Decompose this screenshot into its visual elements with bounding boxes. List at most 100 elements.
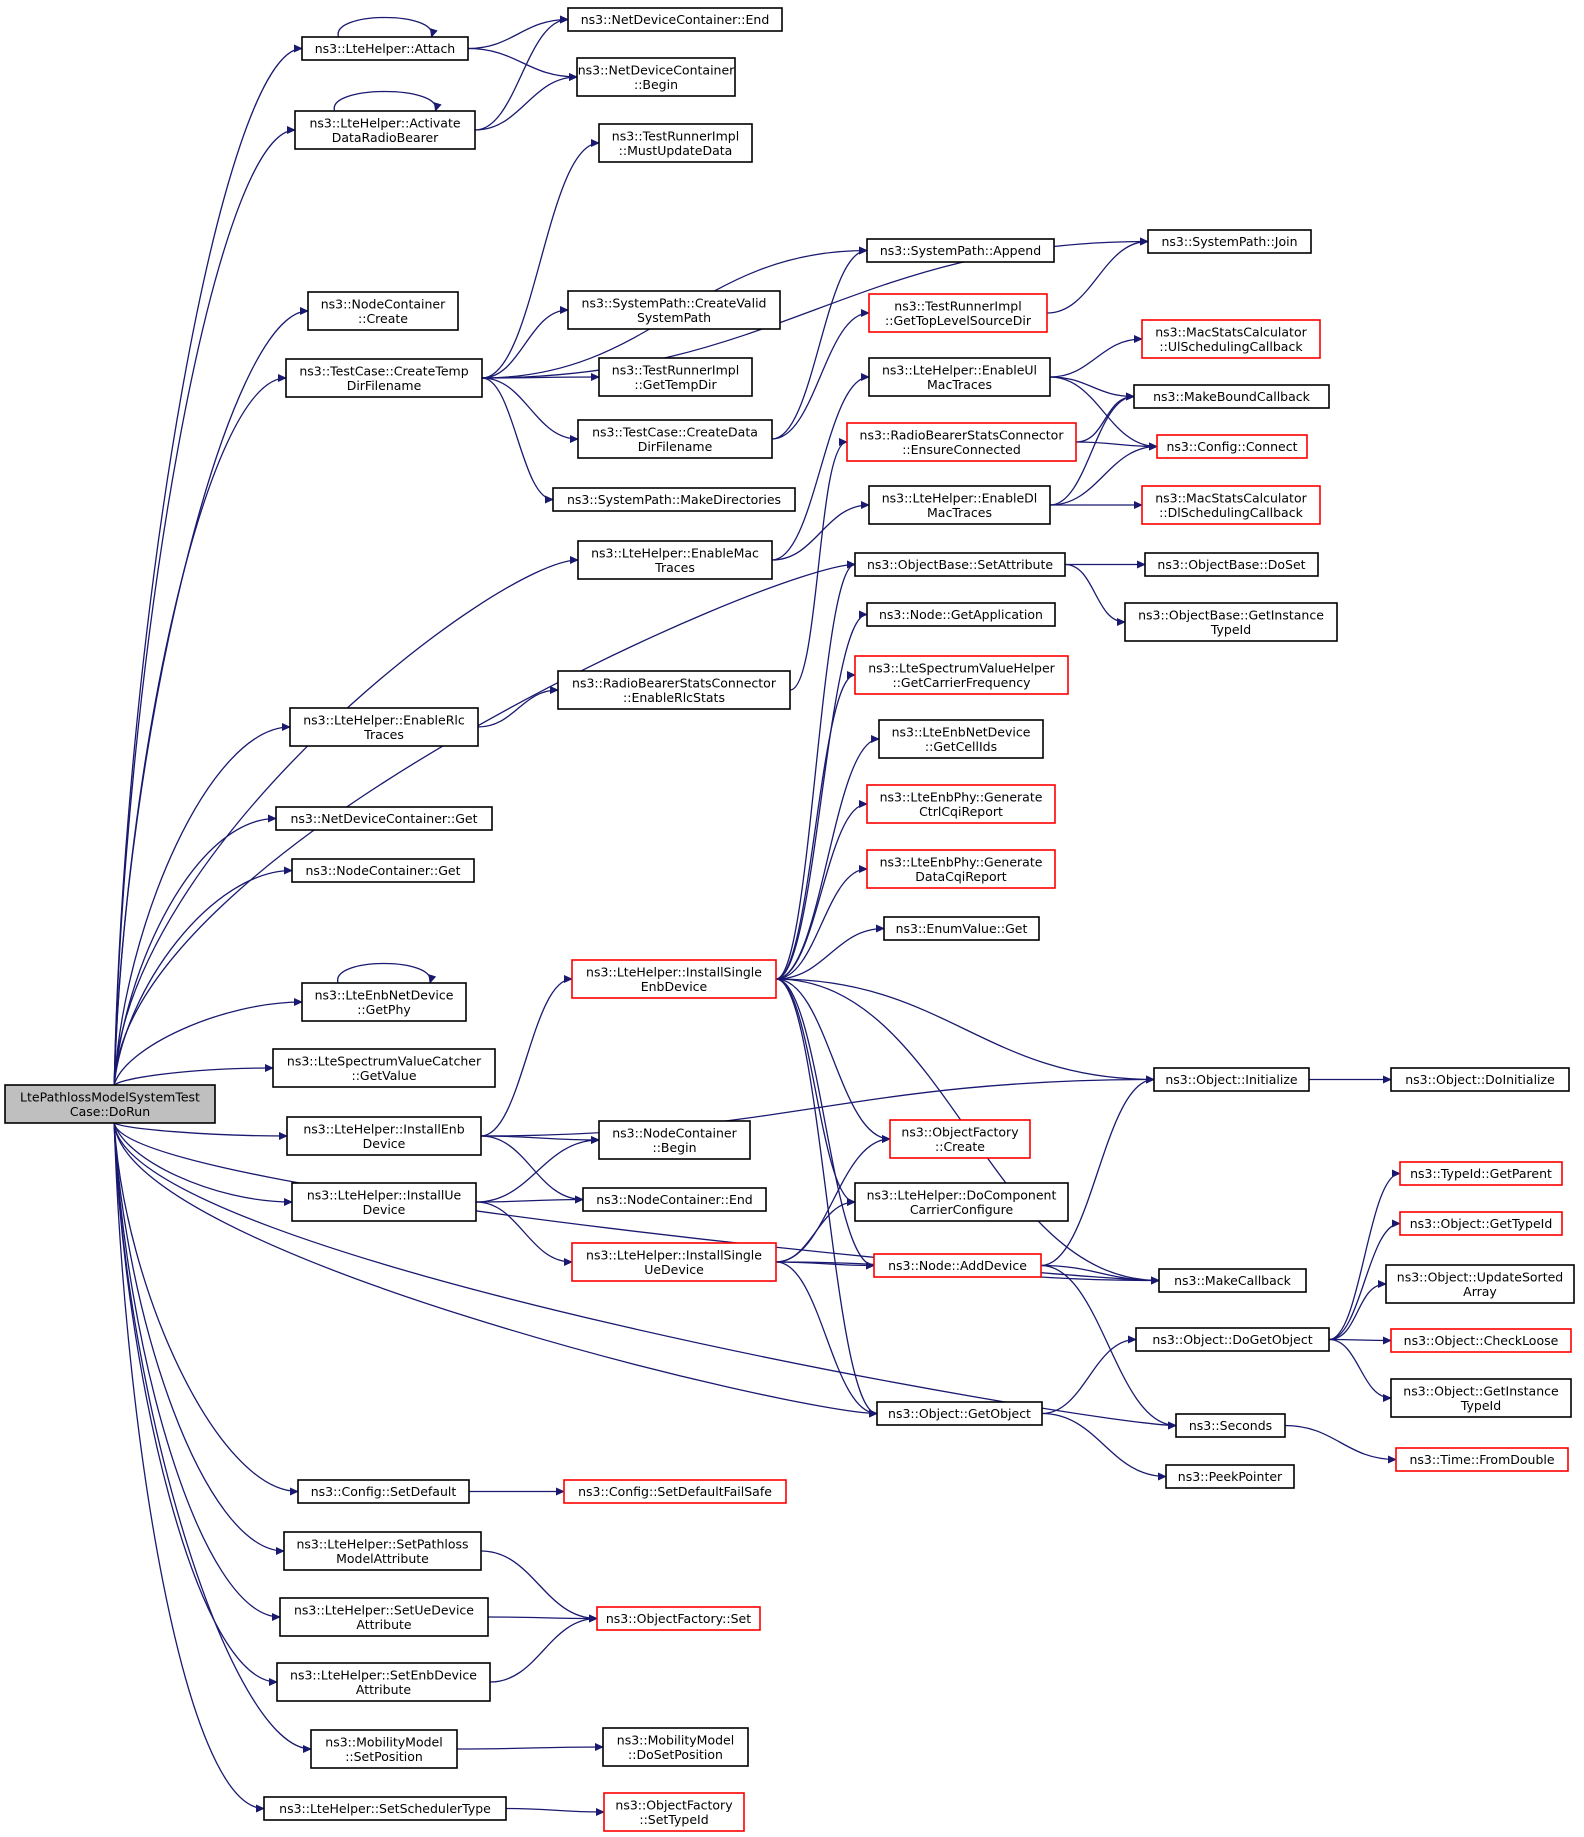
node-label: ::Create [358,311,408,326]
graph-node-setpathloss[interactable]: ns3::LteHelper::SetPathlossModelAttribut… [283,1531,482,1571]
graph-node-obj-gettypeid[interactable]: ns3::Object::GetTypeId [1399,1211,1563,1236]
call-edge [1049,442,1158,506]
node-box [577,419,773,459]
node-box [846,422,1077,462]
call-edge [113,997,303,1086]
node-label: Device [363,1202,406,1217]
node-box [1158,1268,1307,1293]
call-edge [1075,441,1158,451]
graph-node-seconds[interactable]: ns3::Seconds [1175,1413,1286,1438]
graph-node-ndc-begin[interactable]: ns3::NetDeviceContainer::Begin [576,57,736,97]
node-label: Traces [363,727,404,742]
graph-node-obj-doinit[interactable]: ns3::Object::DoInitialize [1390,1067,1570,1092]
graph-node-ndc-end[interactable]: ns3::NetDeviceContainer::End [567,7,783,32]
graph-node-dogetobject[interactable]: ns3::Object::DoGetObject [1135,1327,1330,1352]
graph-node-makebound[interactable]: ns3::MakeBoundCallback [1133,384,1330,409]
graph-node-docomp[interactable]: ns3::LteHelper::DoComponentCarrierConfig… [854,1182,1069,1222]
graph-node-sp-append[interactable]: ns3::SystemPath::Append [866,238,1055,263]
graph-node-getobject[interactable]: ns3::Object::GetObject [876,1401,1043,1426]
node-label: ns3::LteHelper::SetUeDevice [294,1602,474,1617]
node-label: ns3::LteHelper::SetSchedulerType [279,1801,491,1816]
graph-node-dosetposition[interactable]: ns3::MobilityModel::DoSetPosition [602,1727,749,1767]
graph-node-enablerlcstats[interactable]: ns3::RadioBearerStatsConnector::EnableRl… [557,670,791,710]
graph-node-adddevice[interactable]: ns3::Node::AddDevice [873,1253,1042,1278]
call-edge [113,1122,1177,1430]
graph-node-setposition[interactable]: ns3::MobilityModel::SetPosition [310,1729,458,1769]
graph-node-of-create[interactable]: ns3::ObjectFactory::Create [889,1119,1031,1159]
graph-node-of-settypeid[interactable]: ns3::ObjectFactory::SetTypeId [603,1792,745,1832]
graph-node-peekpointer[interactable]: ns3::PeekPointer [1165,1464,1295,1489]
graph-node-mustupdate[interactable]: ns3::TestRunnerImpl::MustUpdateData [598,123,753,163]
graph-node-getcellids[interactable]: ns3::LteEnbNetDevice::GetCellIds [878,719,1044,759]
graph-node-ndc-get[interactable]: ns3::NetDeviceContainer::Get [275,806,493,831]
graph-node-nc-begin[interactable]: ns3::NodeContainer::Begin [598,1120,751,1160]
node-box [557,670,791,710]
graph-node-tid-getparent[interactable]: ns3::TypeId::GetParent [1399,1161,1563,1186]
graph-node-attach[interactable]: ns3::LteHelper::Attach [301,36,469,61]
graph-node-getvalue[interactable]: ns3::LteSpectrumValueCatcher::GetValue [272,1048,496,1088]
node-label: ::Begin [652,1140,696,1155]
graph-node-getapp[interactable]: ns3::Node::GetApplication [866,602,1056,627]
node-box [272,1048,496,1088]
graph-node-nc-create[interactable]: ns3::NodeContainer::Create [307,291,459,331]
graph-node-gettempdir[interactable]: ns3::TestRunnerImpl::GetTempDir [598,357,753,397]
graph-node-cfg-setdefaultfs[interactable]: ns3::Config::SetDefaultFailSafe [563,1479,787,1504]
graph-node-setsched[interactable]: ns3::LteHelper::SetSchedulerType [263,1796,507,1821]
graph-node-enumget[interactable]: ns3::EnumValue::Get [883,916,1040,941]
node-label: ns3::LteHelper::InstallSingle [586,1247,762,1262]
call-edge [1041,1412,1167,1481]
node-box [567,7,783,32]
node-label: ns3::Object::DoGetObject [1152,1332,1312,1347]
graph-node-fromdouble[interactable]: ns3::Time::FromDouble [1395,1447,1569,1472]
node-label: ns3::Config::SetDefault [311,1484,457,1499]
graph-node-makecallback[interactable]: ns3::MakeCallback [1158,1268,1307,1293]
node-box [868,357,1051,397]
node-label: ::EnableRlcStats [623,690,725,705]
call-edge [113,1122,285,1556]
node-box [552,487,796,512]
graph-node-getphy[interactable]: ns3::LteEnbNetDevice::GetPhy [301,982,467,1022]
graph-node-dlsched[interactable]: ns3::MacStatsCalculator::DlSchedulingCal… [1141,485,1321,525]
graph-node-obj-init[interactable]: ns3::Object::Initialize [1153,1067,1310,1092]
graph-node-setattr[interactable]: ns3::ObjectBase::SetAttribute [854,552,1066,577]
graph-node-gettoplevel[interactable]: ns3::TestRunnerImpl::GetTopLevelSourceDi… [868,293,1048,333]
graph-node-sp-join[interactable]: ns3::SystemPath::Join [1147,229,1312,254]
graph-node-ulsched[interactable]: ns3::MacStatsCalculator::UlSchedulingCal… [1141,319,1321,359]
node-label: ::DlSchedulingCallback [1159,505,1303,520]
call-edge [775,978,856,1206]
graph-node-cfg-connect[interactable]: ns3::Config::Connect [1156,434,1308,459]
graph-node-nc-end[interactable]: ns3::NodeContainer::End [582,1187,767,1212]
graph-node-checkloose[interactable]: ns3::Object::CheckLoose [1390,1328,1572,1353]
graph-node-makedirs[interactable]: ns3::SystemPath::MakeDirectories [552,487,796,512]
call-edge [1328,1169,1401,1341]
graph-node-doset[interactable]: ns3::ObjectBase::DoSet [1144,552,1319,577]
node-box [4,1084,216,1124]
graph-node-getcarrier[interactable]: ns3::LteSpectrumValueHelper::GetCarrierF… [854,655,1069,695]
graph-node-ensureconn[interactable]: ns3::RadioBearerStatsConnector::EnsureCo… [846,422,1077,462]
node-box [1153,1067,1310,1092]
graph-node-of-set[interactable]: ns3::ObjectFactory::Set [596,1606,761,1631]
graph-node-nc-get[interactable]: ns3::NodeContainer::Get [291,858,475,883]
graph-node-cfg-setdefault[interactable]: ns3::Config::SetDefault [297,1479,470,1504]
node-box [283,1531,482,1571]
